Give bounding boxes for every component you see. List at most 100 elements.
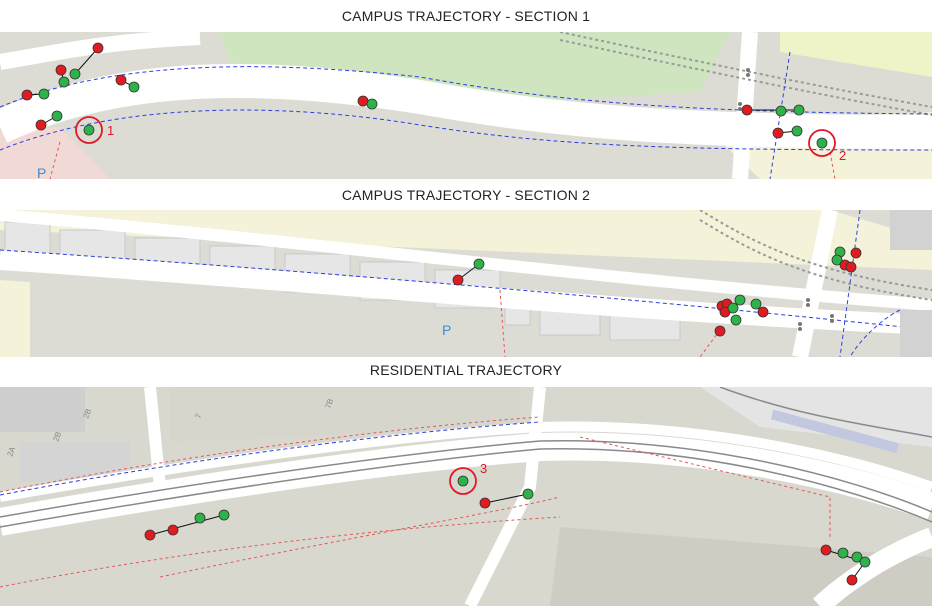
start-point (58, 76, 70, 88)
end-point (846, 574, 858, 586)
trajectory-points (452, 246, 862, 337)
cycle-path (0, 421, 541, 496)
start-point (851, 551, 863, 563)
end-point (357, 95, 369, 107)
side-road (0, 32, 201, 70)
start-point (218, 509, 230, 521)
railway-2 (559, 39, 932, 116)
start-point (734, 294, 746, 306)
footpath-4 (579, 436, 831, 537)
station-area (700, 387, 932, 447)
highlight-marker-3[interactable] (449, 467, 477, 495)
main-road (0, 210, 932, 311)
start-point (727, 302, 739, 314)
building (890, 210, 932, 250)
start-point (775, 105, 787, 117)
start-point (69, 68, 81, 80)
house-number-7b: 7B (323, 397, 335, 409)
house-number-2b-top: 2B (81, 407, 93, 419)
map-panel-residential[interactable]: 2A 2B 2B 7 7B 3 (0, 387, 932, 606)
building (0, 387, 85, 432)
residential-block (170, 387, 520, 442)
railway (559, 32, 932, 108)
trajectory-points (144, 475, 871, 586)
marker-label-1: 1 (107, 123, 114, 138)
marker-label-2: 2 (839, 148, 846, 163)
cross-road (792, 210, 838, 357)
cross-road-2 (144, 387, 166, 488)
end-point (820, 544, 832, 556)
highlight-marker-1[interactable] (75, 116, 103, 144)
end-point (167, 524, 179, 536)
start-point (194, 512, 206, 524)
end-point (452, 274, 464, 286)
house-number-2a: 2A (5, 445, 17, 458)
start-point (831, 254, 843, 266)
map-canvas-2[interactable]: P (0, 210, 932, 357)
panel-title-section-2: CAMPUS TRAJECTORY - SECTION 2 (341, 187, 591, 203)
yard-area (0, 280, 30, 357)
service-road (0, 250, 932, 335)
start-point (522, 488, 534, 500)
highlight-marker-2[interactable] (808, 129, 836, 157)
map-canvas-1[interactable]: P (0, 32, 932, 179)
end-point (115, 74, 127, 86)
cycle-path (0, 249, 932, 331)
end-point (35, 119, 47, 131)
start-point (791, 125, 803, 137)
end-point (845, 261, 857, 273)
start-point (793, 104, 805, 116)
curve-road (813, 527, 932, 606)
house-number-2b: 2B (51, 430, 63, 442)
start-point (730, 314, 742, 326)
end-point (714, 325, 726, 337)
parking-label: P (442, 322, 451, 338)
footpath (0, 416, 541, 493)
panel-title-section-1: CAMPUS TRAJECTORY - SECTION 1 (341, 8, 591, 24)
panel-title-residential: RESIDENTIAL TRAJECTORY (369, 362, 563, 378)
trajectory-points (21, 42, 828, 149)
footpath-2 (159, 496, 561, 578)
end-point (772, 127, 784, 139)
traffic-light-icon (738, 68, 750, 111)
end-point (741, 104, 753, 116)
parking-area (0, 270, 700, 357)
cycle-path (0, 109, 932, 151)
start-point (816, 137, 828, 149)
cycle-path-3 (849, 309, 901, 357)
start-point (457, 475, 469, 487)
footpath-3 (0, 516, 561, 588)
start-point (83, 124, 95, 136)
cycle-path-2 (839, 210, 861, 357)
start-point (859, 556, 871, 568)
footpath (499, 289, 506, 357)
start-point (128, 81, 140, 93)
railway (0, 447, 932, 528)
railway-2 (699, 219, 932, 301)
end-point (144, 529, 156, 541)
railway (699, 210, 932, 291)
campus-area (780, 32, 932, 77)
end-point (757, 306, 769, 318)
map-panel-section-1[interactable]: P (0, 32, 932, 179)
railway-3 (719, 387, 932, 438)
start-point (51, 110, 63, 122)
marker-label-3: 3 (480, 461, 487, 476)
start-point (837, 547, 849, 559)
footpath-2 (829, 151, 836, 179)
parking-label: P (37, 165, 46, 179)
start-point (473, 258, 485, 270)
building-2 (900, 310, 932, 357)
traffic-light-icon (798, 298, 834, 331)
platform (770, 409, 899, 453)
map-panel-section-2[interactable]: P (0, 210, 932, 357)
end-point (55, 64, 67, 76)
end-point (21, 89, 33, 101)
cycle-path-2 (0, 66, 932, 115)
end-point (479, 497, 491, 509)
map-canvas-3[interactable]: 2A 2B 2B 7 7B 3 (0, 387, 932, 606)
campus-area (0, 210, 932, 270)
end-point (850, 247, 862, 259)
start-point (38, 88, 50, 100)
cross-road (464, 387, 546, 606)
